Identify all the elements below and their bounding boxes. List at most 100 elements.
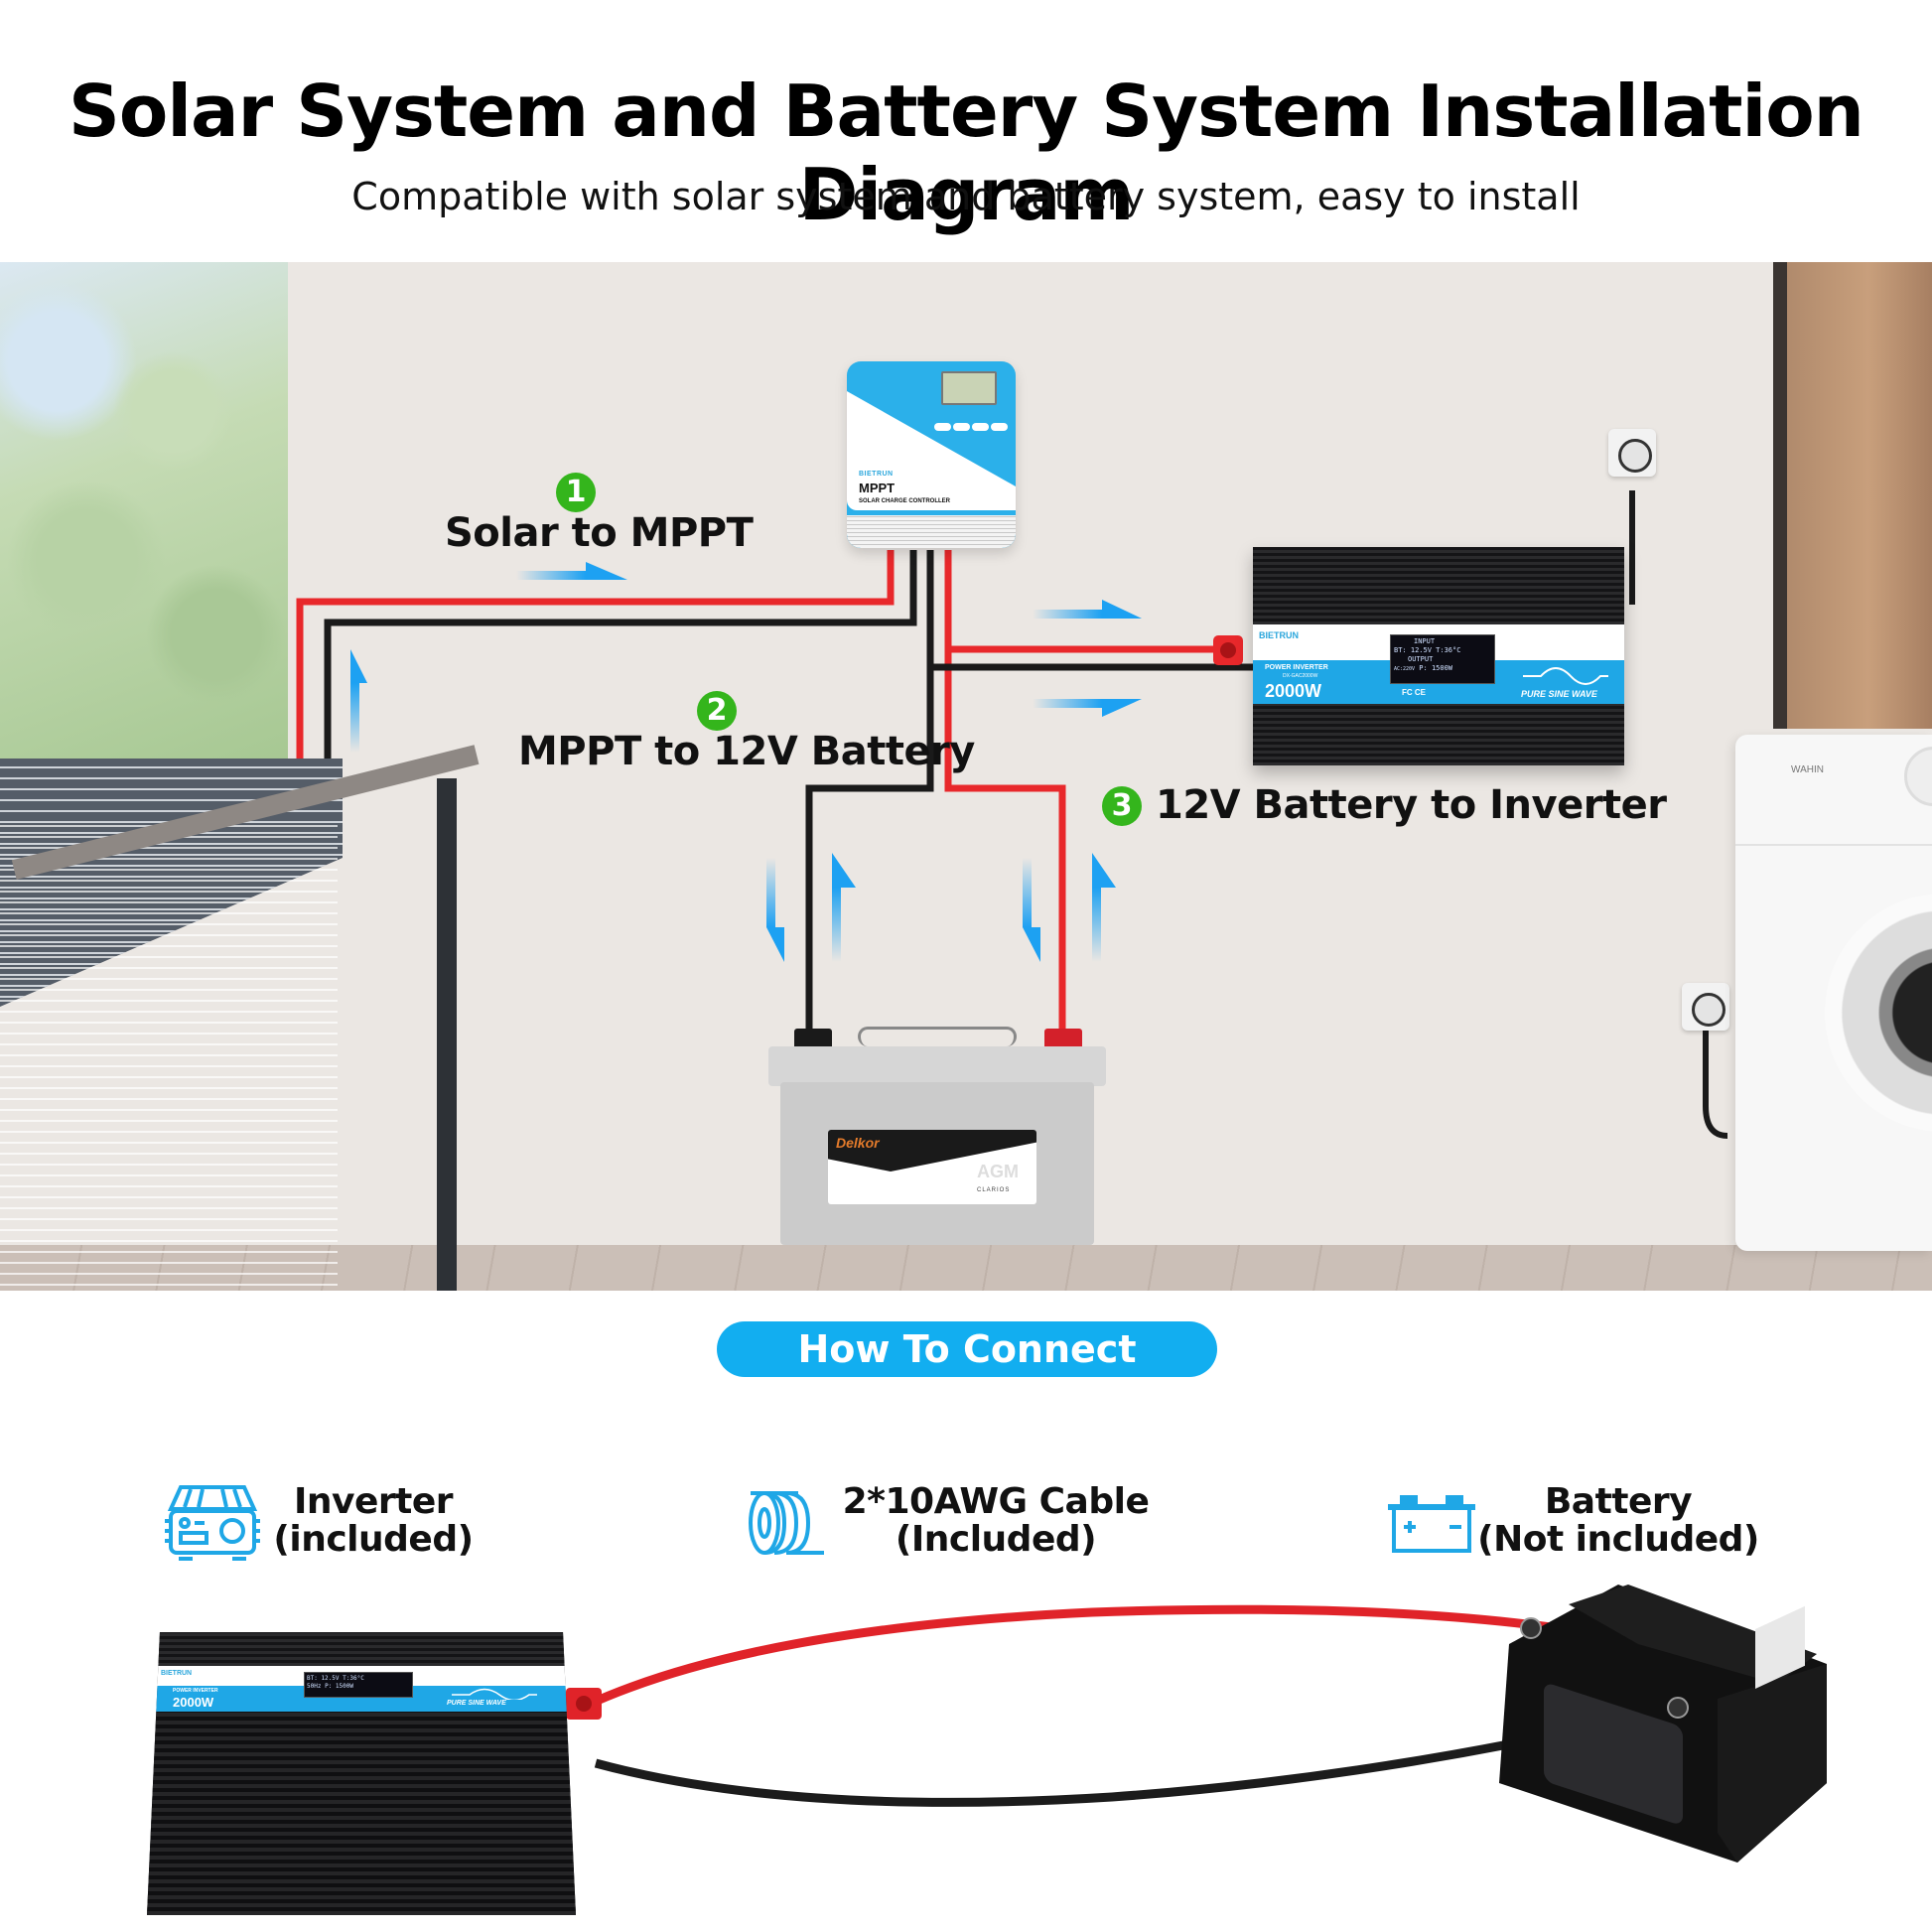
mppt-set-button[interactable] [991,423,1008,431]
inverter-heatsink-front [147,1712,576,1915]
wall-socket-lower [1682,983,1729,1031]
washer-brand: WAHIN [1791,764,1824,775]
mppt-lcd-display [941,371,997,405]
inverter-product: POWER INVERTER [1265,664,1328,671]
inverter-brand: BIETRUN [161,1670,193,1677]
inverter-wave-type: PURE SINE WAVE [1521,689,1597,699]
battery-positive-wire-mppt [944,550,1066,1056]
railing-post [437,778,457,1291]
feature-inverter: Inverter (included) [264,1483,483,1559]
glass-railing [0,818,338,1291]
battery-maker: CLARIOS [977,1187,1011,1193]
feature-cable-title: 2*10AWG Cable [842,1481,1150,1522]
power-inverter-product: BIETRUN POWER INVERTER 2000W BT: 12.5V T… [147,1632,576,1915]
inverter-certifications: FC CE [1402,688,1426,697]
inverter-icon [165,1485,260,1561]
feature-inverter-title: Inverter [293,1481,454,1522]
lcd-input-row: BT: 12.5V T:36°C [1394,646,1491,655]
washer-dial [1904,747,1932,806]
power-inverter-scene: BIETRUN POWER INVERTER DX-GAC2000W 2000W… [1253,547,1624,765]
cable-reel-icon [749,1491,824,1555]
battery-lid [768,1046,1106,1086]
battery-brand: Delkor [836,1135,880,1151]
lcd-power: P: 1500W [325,1683,353,1690]
step-3-label: 12V Battery to Inverter [1156,782,1667,828]
arrow-solar-to-mppt [516,562,627,580]
lcd-battery-voltage: BT: 12.5V [1394,646,1432,654]
how-to-connect-heading: How To Connect [717,1321,1217,1377]
mppt-brand: BIETRUN [859,471,894,478]
lithium-negative-post [1667,1697,1689,1719]
lcd-temperature: T:36°C [343,1675,364,1682]
inverter-heatsink-top [147,1632,576,1666]
positive-cable [584,1604,1560,1711]
step-3-badge: 3 [1102,786,1142,826]
feature-battery-note: (Not included) [1477,1519,1759,1560]
inverter-wave-type: PURE SINE WAVE [447,1700,506,1707]
mppt-heatsink [847,515,1016,548]
battery-type: AGM [977,1162,1019,1181]
inverter-model-code: DX-GAC2000W [1283,673,1318,679]
inverter-power: 2000W [173,1695,214,1710]
lcd-input-label: INPUT [1414,637,1436,645]
feature-battery: Battery (Not included) [1469,1483,1767,1559]
lithium-positive-post [1520,1617,1542,1639]
washing-machine: WAHIN [1735,735,1932,1251]
feature-cable-note: (Included) [895,1519,1097,1560]
lcd-output-label: OUTPUT [1408,655,1434,663]
inverter-lcd: BT: 12.5V T:36°C 50Hz P: 1500W [304,1672,413,1698]
washer-door [1825,894,1932,1132]
washer-power-cord [1703,1027,1728,1139]
lcd-output-row: AC:220V P: 1500W [1394,664,1491,674]
feature-battery-title: Battery [1544,1481,1693,1522]
arrow-right-inverter-bottom [1033,699,1142,717]
mppt-up-button[interactable] [953,423,970,431]
lcd-power: P: 1500W [1419,664,1453,672]
step-2-label: MPPT to 12V Battery [518,729,975,774]
arrow-right-inverter-top [1033,600,1142,619]
battery-handle [858,1027,1017,1046]
inverter-power: 2000W [1265,681,1322,701]
lcd-output-row: 50Hz P: 1500W [307,1683,410,1691]
battery-icon [1388,1495,1475,1553]
inverter-product: POWER INVERTER [173,1688,218,1694]
feature-inverter-note: (included) [273,1519,474,1560]
inverter-heatsink-top [1253,547,1624,624]
arrow-up-battery-pos [1092,853,1116,962]
lcd-battery-voltage: BT: 12.5V [307,1675,340,1682]
lcd-input-row: BT: 12.5V T:36°C [307,1675,410,1683]
mppt-down-button[interactable] [972,423,989,431]
lcd-temperature: T:36°C [1436,646,1461,654]
sine-wave-icon [1523,667,1608,685]
feature-cable: 2*10AWG Cable (Included) [832,1483,1160,1559]
sine-wave-icon [452,1688,537,1700]
mppt-subtitle: SOLAR CHARGE CONTROLLER [859,498,950,504]
lithium-battery-product [1499,1585,1827,1863]
arrow-down-battery-neg [766,858,784,962]
wall-socket-upper [1608,429,1656,477]
mppt-ok-button[interactable] [934,423,951,431]
page-title: Solar System and Battery System Installa… [69,69,1864,236]
inverter-brand: BIETRUN [1259,630,1299,640]
page-subtitle: Compatible with solar system and battery… [351,175,1581,218]
solar-negative-wire [324,550,917,759]
battery-side-panel [1755,1605,1805,1690]
inverter-lcd: INPUT BT: 12.5V T:36°C OUTPUT AC:220V P:… [1390,634,1495,684]
door-frame [1773,262,1932,729]
wiring-diagram [296,490,1728,1139]
lcd-frequency: 50Hz [307,1683,322,1690]
arrow-down-battery-pos [1023,858,1040,962]
lead-acid-battery: Delkor AGM CLARIOS [768,1017,1106,1245]
solar-positive-wire [296,550,895,759]
window-trees-background [0,262,288,759]
lcd-ac-voltage: AC:220V [1394,666,1416,672]
step-1-label: Solar to MPPT [445,510,754,556]
arrow-up-solar [350,649,367,753]
battery-label: Delkor AGM CLARIOS [828,1130,1036,1204]
inverter-heatsink-bottom [1253,704,1624,765]
arrow-up-battery-neg [832,853,856,962]
mppt-model: MPPT [859,481,896,495]
installation-scene: BIETRUN MPPT SOLAR CHARGE CONTROLLER BIE… [0,262,1932,1291]
washer-control-divider [1735,844,1932,846]
step-2-badge: 2 [697,691,737,731]
